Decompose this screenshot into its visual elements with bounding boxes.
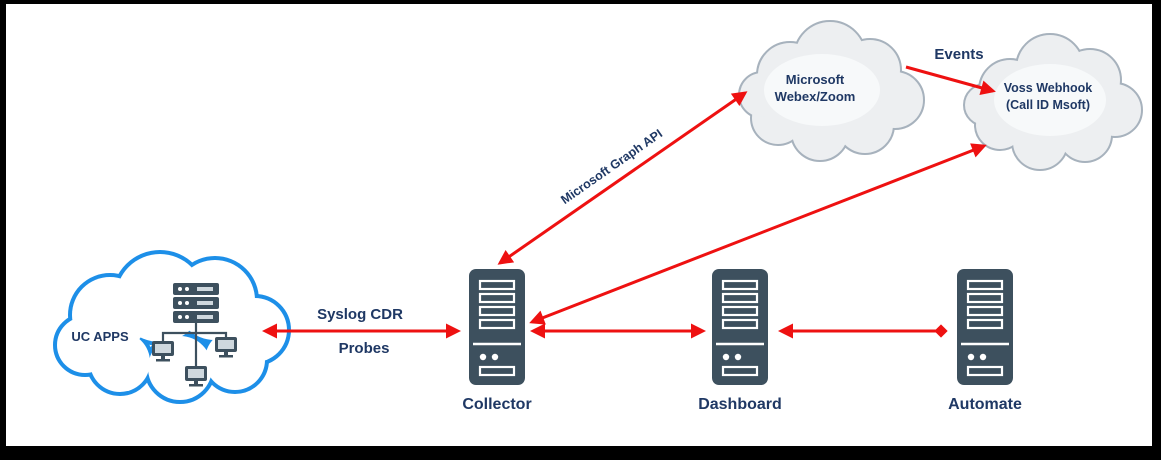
voss-webhook-cloud: [963, 33, 1143, 171]
frame-top: [0, 0, 1161, 4]
dashboard-label: Dashboard: [698, 396, 782, 413]
probes-label: Probes: [339, 340, 390, 357]
events-label: Events: [934, 46, 983, 63]
frame-left: [0, 0, 6, 460]
rack-unit-icon: [173, 311, 219, 323]
automate-server-icon: [956, 268, 1014, 386]
microsoft-webex-zoom-cloud: [738, 20, 925, 162]
microsoft-cloud-highlight: [764, 54, 880, 126]
microsoft-cloud-label-line1: Microsoft: [786, 72, 845, 87]
uc-apps-cloud: [57, 254, 287, 400]
uc-apps-network-group: [152, 283, 237, 387]
automate-label: Automate: [948, 396, 1022, 413]
arrow-collector-voss: [529, 143, 987, 325]
collector-server-icon: [468, 268, 526, 386]
network-connector-lines: [161, 323, 228, 366]
arrow-collector-microsoft: [497, 91, 748, 265]
rack-unit-icon: [173, 297, 219, 309]
frame-bottom: [0, 446, 1161, 460]
syslog-cdr-label: Syslog CDR: [317, 306, 403, 323]
frame-right: [1152, 0, 1161, 460]
dashboard-server-icon: [711, 268, 769, 386]
uc-apps-label: UC APPS: [71, 329, 129, 344]
voss-cloud-label-line2: (Call ID Msoft): [1006, 98, 1090, 112]
collector-label: Collector: [462, 396, 531, 413]
voss-cloud-label-line1: Voss Webhook: [1004, 81, 1092, 95]
microsoft-graph-api-label: Microsoft Graph API: [558, 126, 665, 207]
arrow-microsoft-voss-events: [905, 65, 996, 96]
microsoft-cloud-label-line2: Webex/Zoom: [775, 89, 856, 104]
rack-unit-icon: [173, 283, 219, 295]
voss-cloud-highlight: [994, 64, 1106, 136]
